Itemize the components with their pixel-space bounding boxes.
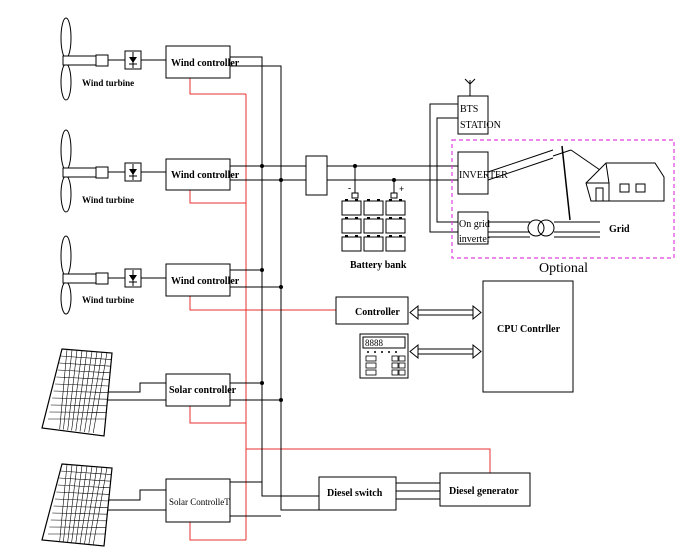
wind-turbine-label: Wind turbine (82, 295, 134, 305)
cpu-label: CPU Contrller (497, 324, 561, 335)
inverter-label: INVERTER (459, 170, 508, 181)
rectifier-icon (124, 50, 142, 70)
grid-label: Grid (609, 224, 630, 235)
solar-panel-icon (41, 348, 113, 437)
utility-pole-icon (552, 145, 601, 221)
controller-label: Controller (355, 307, 400, 318)
solar-controller-label: Solar controller (169, 385, 237, 396)
diesel-switch: Diesel switch (318, 476, 397, 511)
wind-row-3: Wind controller Wind turbine (60, 235, 240, 315)
combiner-box (305, 155, 328, 196)
solar-row-2: Solar ControlleT (41, 463, 231, 547)
diesel-generator: Diesel generator (439, 472, 531, 507)
wind-turbine-label: Wind turbine (82, 78, 134, 88)
solar-controller-box-2 (165, 478, 231, 523)
wind-row-2: Wind controller Wind turbine (60, 129, 240, 213)
rectifier-icon (124, 268, 142, 288)
battery-plus-label: + (399, 184, 404, 194)
controller: Controller (335, 296, 409, 325)
on-grid-inverter: On grid inverter (457, 211, 530, 245)
wind-controller-box-1 (165, 45, 231, 79)
display-panel-icon: 8888 (359, 333, 409, 379)
wind-turbine-icon (60, 17, 109, 101)
bts-label-line1: BTS (460, 104, 478, 115)
transformer-icon (527, 219, 600, 238)
optional-label: Optional (539, 261, 588, 276)
bts-station: BTS STATION (457, 78, 501, 135)
house-icon (585, 162, 665, 202)
wind-row-1: Wind controller Wind turbine (60, 17, 240, 101)
signal-wires (189, 78, 491, 541)
junction-dots (260, 164, 396, 402)
solar-controller-box-1 (165, 373, 231, 407)
bts-label-line2: STATION (460, 120, 501, 131)
wind-turbine-icon (60, 129, 109, 213)
diesel-wires (396, 482, 440, 500)
battery-minus-label: - (348, 183, 351, 193)
wind-controller-label: Wind controller (171, 58, 240, 69)
wind-controller-label: Wind controller (171, 276, 240, 287)
solar-controller-label: Solar ControlleT (169, 497, 230, 507)
inverter: INVERTER (457, 149, 554, 195)
wind-controller-box-3 (165, 263, 231, 297)
display-digits: 8888 (365, 338, 384, 348)
power-bus (230, 56, 458, 517)
ongrid-label-line2: inverter (459, 234, 491, 245)
rectifier-icon (124, 162, 142, 182)
double-arrow-display-cpu (409, 343, 482, 360)
solar-panel-icon (41, 463, 113, 547)
wind-turbine-label: Wind turbine (82, 195, 134, 205)
optional-region-border (451, 139, 675, 259)
diesel-generator-label: Diesel generator (449, 486, 519, 497)
wind-controller-box-2 (165, 158, 231, 191)
battery-bank-label: Battery bank (350, 260, 407, 271)
ongrid-label-line1: On grid (459, 219, 490, 230)
double-arrow-controller-cpu (409, 304, 482, 321)
wind-turbine-icon (60, 235, 109, 315)
diesel-switch-label: Diesel switch (327, 488, 383, 499)
battery-bank: - + Battery bank (341, 183, 407, 271)
wind-controller-label: Wind controller (171, 170, 240, 181)
cpu-controller: CPU Contrller (482, 280, 574, 393)
solar-row-1: Solar controller (41, 348, 237, 437)
